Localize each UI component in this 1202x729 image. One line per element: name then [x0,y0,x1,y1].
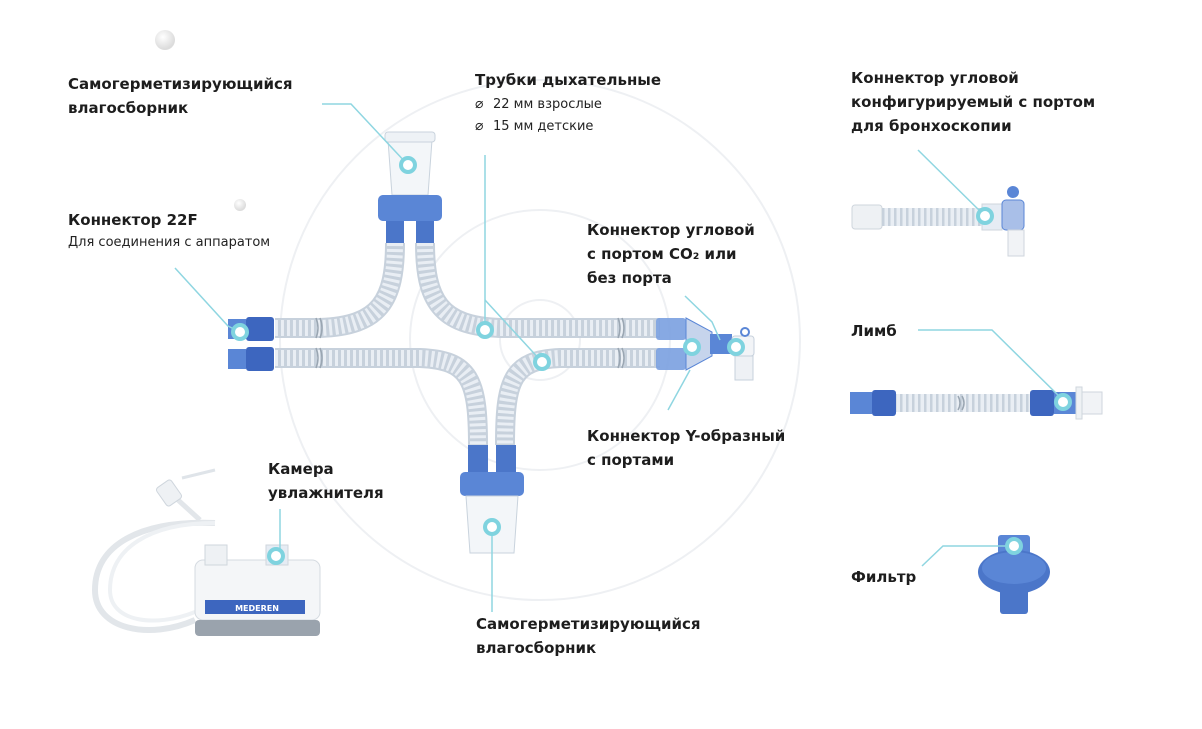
lower-tubes [275,348,660,446]
label-y-connector: Коннектор Y-образный с портами [587,424,785,472]
bronch-connector-image [851,186,1025,257]
label-angle-connector-co2: Коннектор угловой с портом CO₂ или без п… [587,218,755,290]
marker-trap-top [399,156,417,174]
marker-filter [1005,537,1023,555]
label-angle-connector-co2-line3: без порта [587,269,672,287]
label-moisture-trap-top-line1: Самогерметизирующийся [68,75,293,93]
label-angle-connector-co2-line2: с портом CO₂ или [587,245,737,263]
label-angle-connector-bronch-line2: конфигурируемый с портом [851,93,1096,111]
label-moisture-trap-bottom-line2: влагосборник [476,639,597,657]
label-breathing-tubes-child: ⌀ 15 мм детские [475,115,593,138]
marker-humidifier [267,547,285,565]
label-breathing-tubes-child-text: 15 мм детские [493,119,594,134]
marker-bronch [976,207,994,225]
label-limb: Лимб [851,322,897,340]
label-filter: Фильтр [851,568,917,586]
label-breathing-tubes-title: Трубки дыхательные [475,71,662,89]
label-breathing-tubes-adult: ⌀ 22 мм взрослые [475,93,602,116]
label-angle-connector-bronch-line3: для бронхоскопии [851,117,1012,135]
label-humidifier: Камера увлажнителя [268,457,384,505]
label-angle-connector-bronch: Коннектор угловой конфигурируемый с порт… [851,66,1095,138]
label-angle-connector-co2-line1: Коннектор угловой [587,221,755,239]
diameter-icon: ⌀ [475,96,484,112]
label-angle-connector-bronch-line1: Коннектор угловой [851,69,1019,87]
label-moisture-trap-top-line2: влагосборник [68,99,189,117]
label-connector-22f-title: Коннектор 22F [68,211,198,229]
marker-trap-bottom [483,518,501,536]
label-y-connector-line2: с портами [587,451,675,469]
label-moisture-trap-bottom-line1: Самогерметизирующийся [476,615,701,633]
brand-text: MEDEREN [235,604,279,613]
decor-ball-top [155,30,175,50]
markers [231,156,1072,565]
label-humidifier-line1: Камера [268,460,334,478]
label-y-connector-line1: Коннектор Y-образный [587,427,786,445]
label-breathing-tubes-adult-text: 22 мм взрослые [493,97,602,112]
label-connector-22f-sub: Для соединения с аппаратом [68,235,271,250]
marker-angle-co2 [727,338,745,356]
label-humidifier-line2: увлажнителя [268,484,384,502]
humidifier-image: MEDEREN [91,468,321,636]
label-moisture-trap-top: Самогерметизирующийся влагосборник [68,72,293,120]
tube-break-marks [315,317,625,369]
leader-lines [174,103,1064,612]
marker-y-connector [683,338,701,356]
decor-ball-mid [234,199,246,211]
label-moisture-trap-bottom: Самогерметизирующийся влагосборник [476,612,701,660]
diameter-icon: ⌀ [475,118,484,134]
moisture-trap-top-image [378,131,442,243]
marker-tube-bottom [533,353,551,371]
marker-limb [1054,393,1072,411]
marker-tube-top [476,321,494,339]
marker-22f [231,323,249,341]
